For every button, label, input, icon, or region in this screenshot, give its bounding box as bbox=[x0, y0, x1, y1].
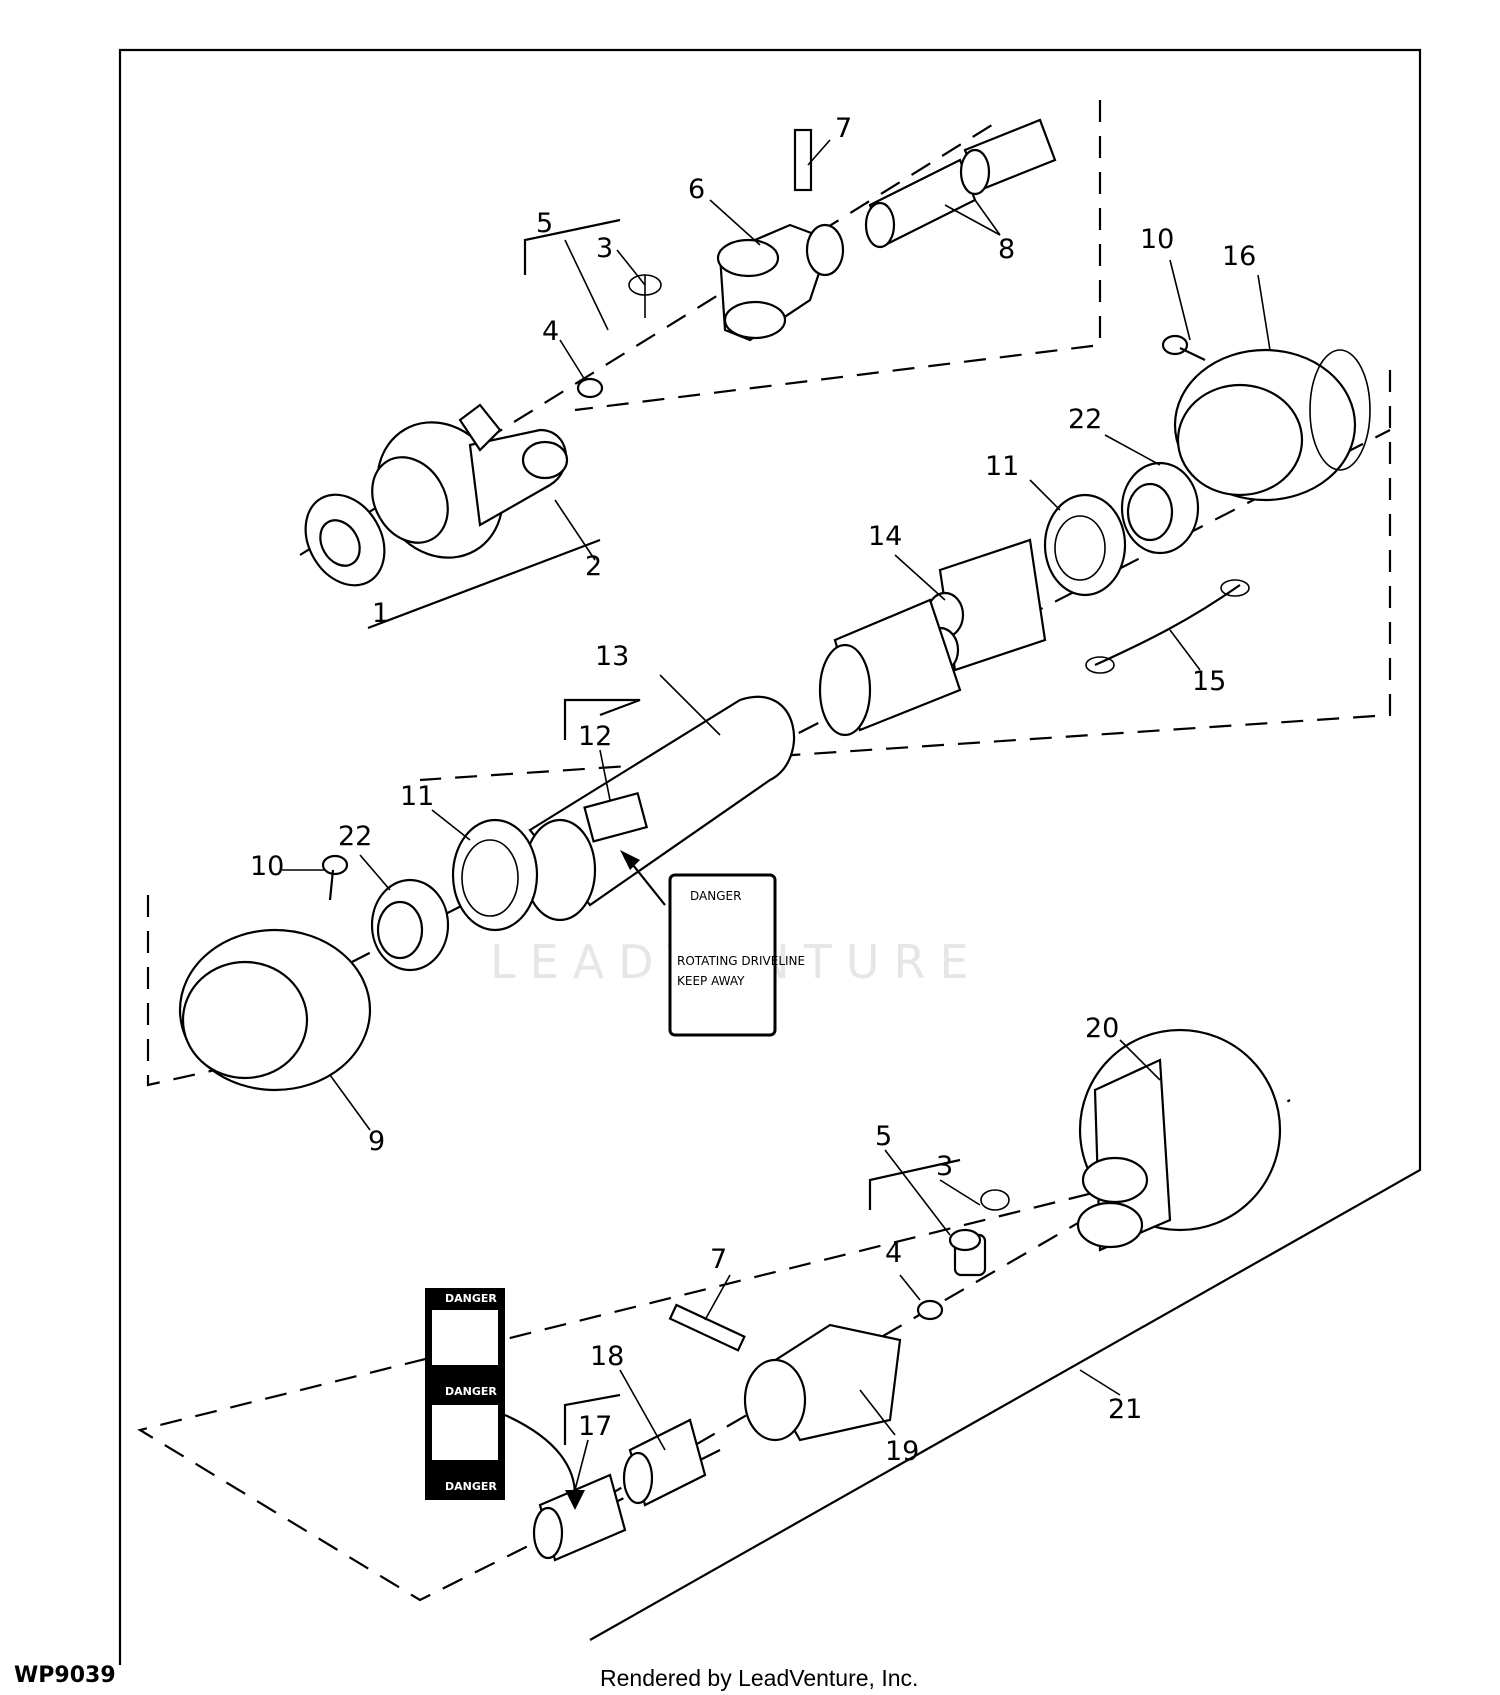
part-13-outer-tube bbox=[523, 695, 795, 922]
callout-22-upper: 22 bbox=[1068, 404, 1102, 435]
part-4-grease-fitting bbox=[576, 377, 604, 399]
callout-13: 13 bbox=[595, 641, 629, 672]
part-3-snap-ring-lower bbox=[980, 1189, 1010, 1211]
part-17-tube bbox=[532, 1473, 627, 1562]
bracket-3 bbox=[563, 698, 641, 740]
decal-strip-arrowhead bbox=[565, 1490, 585, 1510]
decal-strip-danger-3: DANGER bbox=[445, 1480, 497, 1493]
part-4-grease-fitting-lower bbox=[916, 1299, 944, 1321]
callout-11-upper: 11 bbox=[985, 451, 1019, 482]
part-20-flange-yoke bbox=[1076, 1028, 1282, 1252]
callout-14: 14 bbox=[868, 521, 902, 552]
decal-main-arrowhead bbox=[620, 850, 640, 870]
part-1-ring bbox=[304, 493, 386, 587]
part-6-yoke bbox=[716, 223, 845, 342]
callout-8: 8 bbox=[998, 234, 1015, 265]
callout-9: 9 bbox=[368, 1126, 385, 1157]
danger-decal-strip: DANGER DANGER DANGER bbox=[425, 1288, 505, 1500]
part-19-yoke bbox=[743, 1323, 902, 1442]
part-9-shield-cone bbox=[178, 928, 372, 1092]
callout-2: 2 bbox=[585, 551, 602, 582]
decal-strip-arrow bbox=[504, 1413, 577, 1496]
part-10-screw-lower bbox=[321, 854, 349, 901]
part-18-tube bbox=[622, 1418, 707, 1507]
callout-10-lower: 10 bbox=[250, 851, 284, 882]
decal-main-line1: ROTATING DRIVELINE bbox=[677, 954, 805, 968]
part-11-bearing-ring-upper bbox=[1043, 493, 1127, 597]
callout-15: 15 bbox=[1192, 666, 1226, 697]
bracket-5 bbox=[563, 1393, 621, 1445]
leader-lines bbox=[282, 139, 1271, 1491]
frame bbox=[118, 48, 1422, 1665]
part-7-pin-lower bbox=[668, 1303, 746, 1352]
callout-7-upper: 7 bbox=[835, 113, 852, 144]
part-2-shield-yoke bbox=[371, 403, 569, 559]
danger-decal-main: DANGER ROTATING DRIVELINE KEEP AWAY bbox=[668, 873, 805, 1037]
callout-7-lower: 7 bbox=[710, 1244, 727, 1275]
callout-16: 16 bbox=[1222, 241, 1256, 272]
part-22-bearing-lower bbox=[370, 878, 450, 972]
callout-10-upper: 10 bbox=[1140, 224, 1174, 255]
render-credit: Rendered by LeadVenture, Inc. bbox=[600, 1665, 919, 1691]
callout-1: 1 bbox=[372, 598, 389, 629]
decal-strip-danger-2: DANGER bbox=[445, 1385, 497, 1398]
callout-22-lower: 22 bbox=[338, 821, 372, 852]
part-12-label-patch bbox=[583, 791, 649, 843]
part-8-tube bbox=[864, 118, 1057, 249]
callout-19: 19 bbox=[885, 1436, 919, 1467]
part-3-snap-ring bbox=[628, 274, 662, 318]
callout-5-lower: 5 bbox=[875, 1121, 892, 1152]
callout-11-lower: 11 bbox=[400, 781, 434, 812]
group-lower-dash bbox=[137, 1183, 1126, 1602]
part-10-screw-upper bbox=[1161, 334, 1206, 361]
group-upper-dash bbox=[574, 100, 1102, 412]
decal-strip-danger-1: DANGER bbox=[445, 1292, 497, 1305]
callout-12: 12 bbox=[578, 721, 612, 752]
part-22-bearing-upper bbox=[1120, 461, 1200, 555]
callout-21: 21 bbox=[1108, 1394, 1142, 1425]
callout-18: 18 bbox=[590, 1341, 624, 1372]
callout-4-upper: 4 bbox=[542, 316, 559, 347]
callout-3-lower: 3 bbox=[936, 1151, 953, 1182]
part-16-shield-cone bbox=[1173, 348, 1371, 502]
part-11-bearing-ring-lower bbox=[451, 818, 539, 932]
callout-17: 17 bbox=[578, 1411, 612, 1442]
callout-6: 6 bbox=[688, 174, 705, 205]
axis-upper bbox=[299, 119, 1001, 556]
bracket-1 bbox=[367, 538, 601, 630]
callout-5-upper: 5 bbox=[536, 208, 553, 239]
part-21-cross-kit bbox=[948, 1228, 987, 1277]
bracket-4 bbox=[868, 1158, 961, 1210]
figure-id: WP9039 bbox=[14, 1663, 116, 1688]
bracket-2 bbox=[523, 218, 621, 275]
decal-main-line2: KEEP AWAY bbox=[677, 974, 745, 988]
callout-4-lower: 4 bbox=[885, 1238, 902, 1269]
part-7-pin bbox=[793, 128, 813, 192]
callout-3-upper: 3 bbox=[596, 233, 613, 264]
callout-20: 20 bbox=[1085, 1013, 1119, 1044]
part-15-chain bbox=[1085, 579, 1250, 674]
decal-main-header: DANGER bbox=[690, 889, 741, 903]
part-tube-middle bbox=[818, 598, 962, 737]
